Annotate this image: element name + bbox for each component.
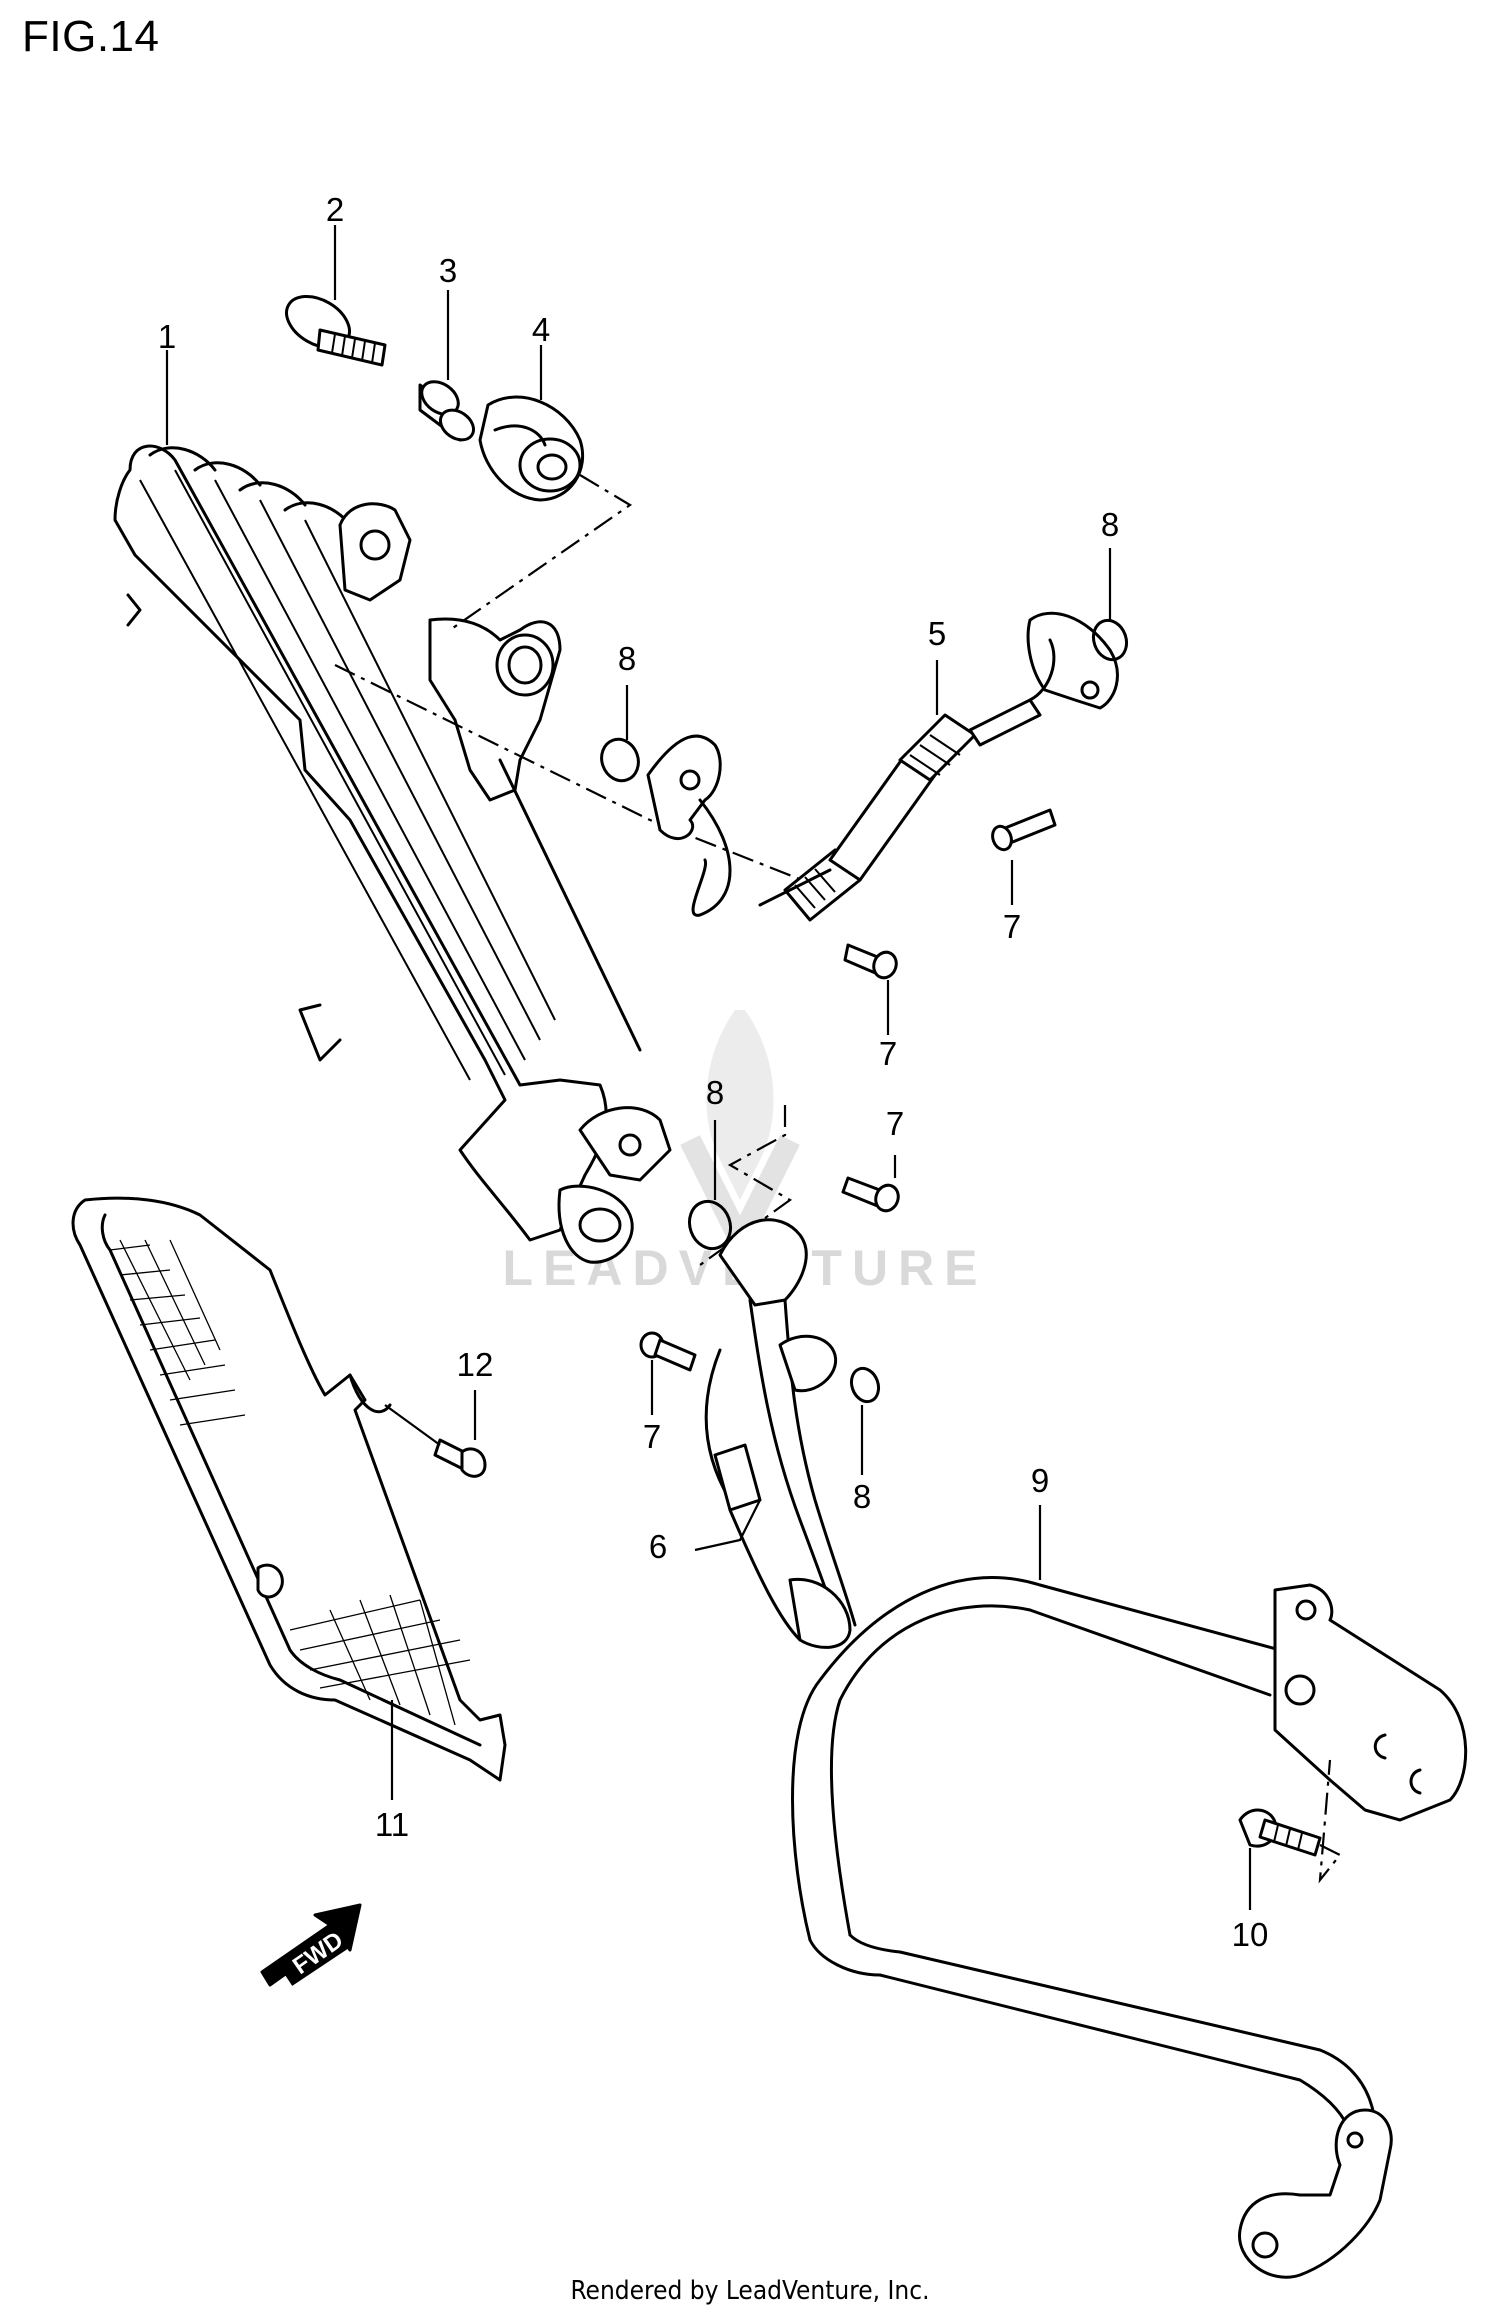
- callout-8-upper-right: 8: [1101, 506, 1119, 543]
- assembly-line-grommet: [449, 474, 633, 631]
- callout-8-lower-right: 8: [853, 1478, 871, 1515]
- grommet: [478, 395, 585, 502]
- o-ring-upper-right: [1091, 618, 1129, 662]
- o-ring-lower-right: [849, 1366, 881, 1404]
- o-ring-lower-middle: [687, 1199, 733, 1251]
- callout-6: 6: [649, 1528, 667, 1565]
- render-credit: Rendered by LeadVenture, Inc.: [570, 2276, 930, 2306]
- flange-bolt: [1238, 1808, 1322, 1857]
- callout-5: 5: [928, 615, 946, 652]
- cooler-guard: [71, 1196, 507, 1782]
- callout-4: 4: [532, 311, 550, 348]
- guard-mesh: [109, 1239, 471, 1726]
- lower-oil-hose: [704, 1218, 857, 1649]
- callout-7-lower-left: 7: [643, 1418, 661, 1455]
- callout-11: 11: [375, 1806, 409, 1843]
- callout-8-lower-middle: 8: [706, 1074, 724, 1111]
- bolt-guard: [433, 1438, 487, 1478]
- callout-7-middle: 7: [879, 1035, 897, 1072]
- forward-arrow: FWD: [260, 1903, 362, 1987]
- callout-10: 10: [1232, 1916, 1269, 1953]
- engine-guard-bar: [791, 1576, 1468, 2279]
- callout-8-upper-middle: 8: [618, 640, 636, 677]
- bolt-lower-middle: [841, 1176, 900, 1213]
- upper-oil-hose: [646, 611, 1119, 922]
- callout-7-lower-middle: 7: [886, 1105, 904, 1142]
- oil-cooler: [113, 444, 672, 1264]
- bolt-washer: [285, 294, 387, 367]
- callout-9: 9: [1031, 1462, 1049, 1499]
- callout-12: 12: [457, 1346, 494, 1383]
- callout-1: 1: [158, 318, 176, 355]
- guard-bolt-line: [384, 1404, 441, 1446]
- bolt-upper-right: [991, 808, 1057, 852]
- callout-3: 3: [439, 252, 457, 289]
- assembly-line-upper-hose: [334, 664, 841, 897]
- callout-leaders: [165, 225, 1252, 1910]
- collar: [418, 380, 476, 442]
- bolt-middle: [843, 943, 898, 980]
- figure-title: FIG.14: [22, 12, 160, 61]
- o-ring-upper-middle: [600, 737, 640, 783]
- bolt-lower-left: [639, 1331, 697, 1372]
- assembly-line-lower: [699, 1105, 793, 1266]
- callout-7-upper-right: 7: [1003, 908, 1021, 945]
- assembly-line-guard: [1318, 1759, 1342, 1884]
- callout-2: 2: [326, 191, 344, 228]
